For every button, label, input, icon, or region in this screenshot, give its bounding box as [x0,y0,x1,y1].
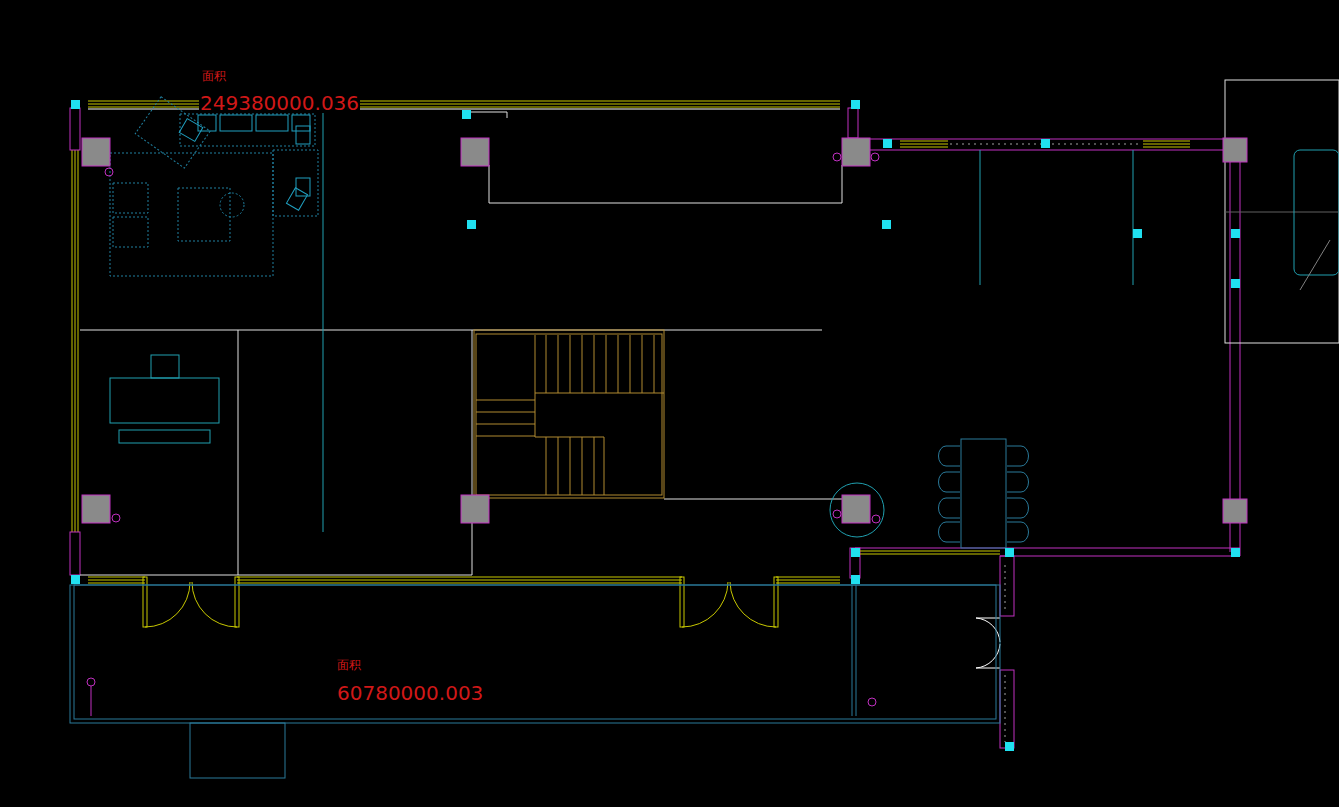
anchor-points [71,100,1240,751]
columns [82,138,1247,523]
area-value: 60780000.003 [336,683,484,703]
top-wall [72,101,840,532]
stair [474,330,664,498]
area-value: 249380000.036 [199,93,360,113]
area-caption: 面积 [336,659,362,671]
wall-ends [70,108,1240,748]
area-caption: 面积 [201,70,227,82]
